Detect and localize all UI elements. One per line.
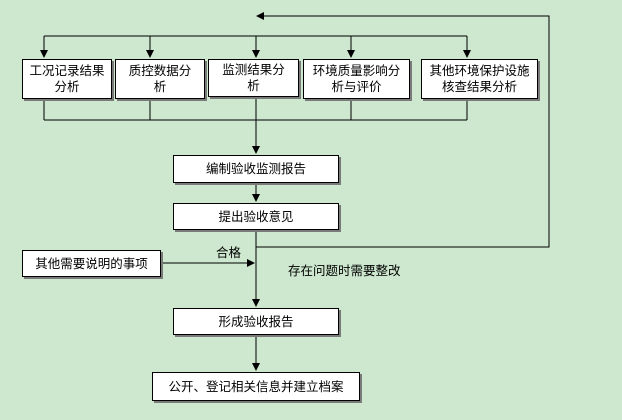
box-compile-report: 编制验收监测报告: [173, 155, 339, 183]
box-final-report: 形成验收报告: [173, 308, 339, 335]
box-qc-data: 质控数据分析: [115, 59, 205, 99]
rectify-loop-line: [256, 15, 550, 248]
box-other-env: 其他环境保护设施核查结果分析: [421, 59, 538, 99]
box-monitoring: 监测结果分析: [208, 59, 299, 97]
box-other-matters: 其他需要说明的事项: [22, 250, 161, 277]
box-env-quality: 环境质量影响分析与评价: [303, 59, 410, 99]
label-rectify: 存在问题时需要整改: [288, 263, 401, 278]
box-opinions: 提出验收意见: [173, 203, 339, 230]
label-pass: 合格: [216, 245, 242, 260]
box-publish: 公开、登记相关信息并建立档案: [152, 372, 360, 401]
box-work-record: 工况记录结果分析: [22, 59, 112, 99]
